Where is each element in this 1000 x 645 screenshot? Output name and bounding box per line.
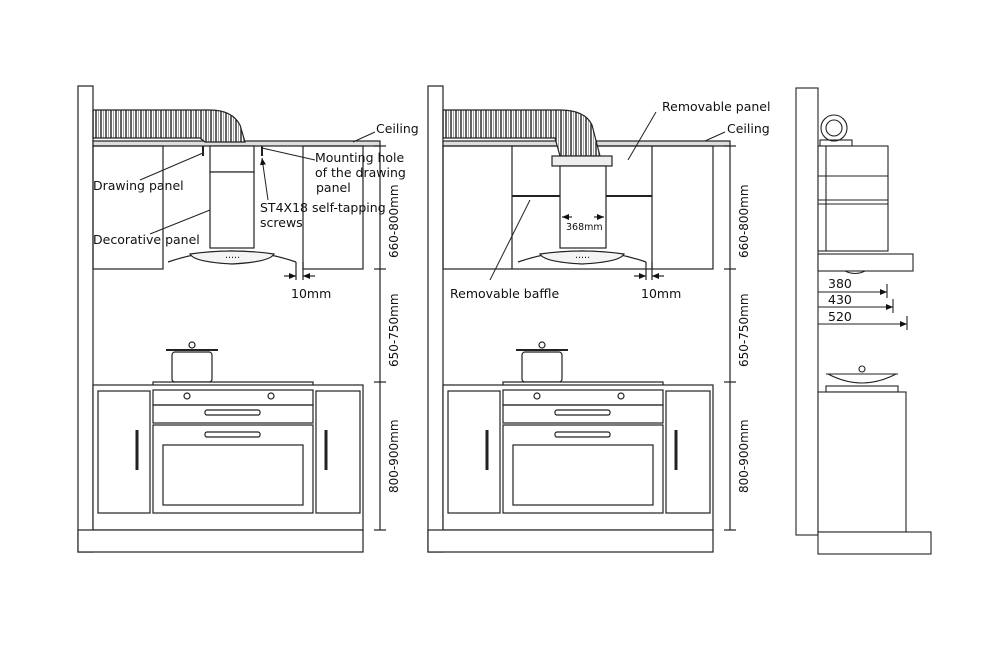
floor-side	[817, 531, 932, 555]
decorative-panel	[209, 171, 255, 249]
label-removable-panel: Removable panel	[662, 99, 770, 114]
hood-dots: .....	[225, 250, 240, 261]
removable-panel	[551, 155, 613, 167]
flexible-duct	[92, 109, 246, 143]
leader-mounting-hole	[261, 147, 316, 161]
diagram-2-hood-in-cabinet: .....	[427, 85, 736, 553]
drawing-panel	[209, 145, 255, 173]
label-screws-1: ST4X18 self-tapping	[260, 200, 386, 215]
label-mounting-hole-1: Mounting hole	[315, 150, 405, 165]
pot	[171, 351, 213, 383]
cabinet-door-right	[315, 390, 361, 514]
label-gap-2: 10mm	[641, 286, 681, 301]
floor	[77, 529, 364, 553]
label-removable-baffle: Removable baffle	[450, 286, 559, 301]
duct-side	[820, 114, 848, 142]
dim-cabinet-height: 800-900mm	[387, 419, 401, 493]
chimney	[559, 165, 607, 249]
dim-cooktop-gap: 650-750mm	[387, 293, 401, 367]
diagram-1-hood-with-decorative-panel: .....	[77, 85, 386, 553]
wall	[427, 85, 444, 553]
cabinet-side	[817, 145, 889, 252]
flexible-duct	[442, 109, 601, 157]
label-screws-2: screws	[260, 215, 303, 230]
upper-cabinet-right	[302, 145, 364, 270]
label-gap: 10mm	[291, 286, 331, 301]
label-ceiling: Ceiling	[376, 121, 419, 136]
dim-cabinet-height-2: 800-900mm	[737, 419, 751, 493]
drawer	[152, 404, 314, 424]
wall	[77, 85, 94, 553]
lower-cabinet	[92, 384, 364, 531]
label-duct-width: 368mm	[566, 222, 603, 233]
label-mounting-hole-2: of the drawing	[315, 165, 406, 180]
svg-text:.....: .....	[575, 250, 590, 261]
wok	[827, 373, 897, 384]
hood-body	[189, 250, 275, 265]
label-depth-520: 520	[828, 309, 852, 324]
dim-hood-height-2: 660-800mm	[737, 184, 751, 258]
label-depth-430: 430	[828, 292, 852, 307]
label-depth-380: 380	[828, 276, 852, 291]
cabinet-door-left	[97, 390, 151, 514]
label-ceiling-2: Ceiling	[727, 121, 770, 136]
wall	[795, 87, 819, 536]
oven	[152, 424, 314, 514]
lower-cabinet-side	[817, 391, 907, 533]
label-decorative-panel: Decorative panel	[93, 232, 200, 247]
hood-side	[817, 253, 914, 272]
diagram-3-side-view	[795, 87, 932, 555]
dim-cooktop-gap-2: 650-750mm	[737, 293, 751, 367]
label-mounting-hole-3: panel	[316, 180, 351, 195]
upper-cabinet-left	[92, 145, 164, 270]
label-drawing-panel: Drawing panel	[93, 178, 184, 193]
dim-hood-height: 660-800mm	[387, 184, 401, 258]
